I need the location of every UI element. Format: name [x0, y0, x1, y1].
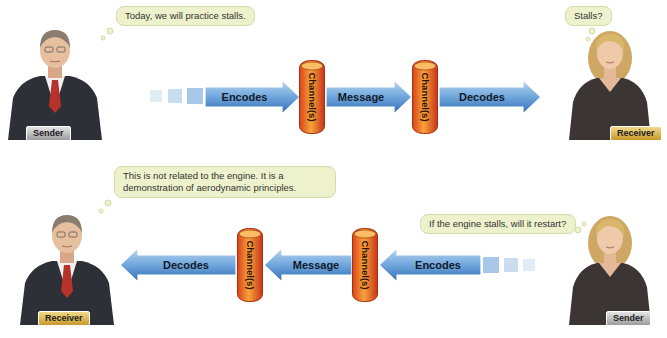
arrow-body [120, 248, 236, 282]
node-label: Receiver [617, 128, 655, 139]
speech-text: This is not related to the engine. It is… [123, 170, 327, 194]
thought-dot [107, 28, 113, 34]
role-tag: Receiver [610, 126, 662, 141]
channel-cylinder: Channel(s) [352, 228, 378, 302]
node-label: Channel(s) [360, 240, 371, 289]
cylinder-body [300, 61, 325, 134]
arrow-body [264, 248, 352, 282]
speech-text: If the engine stalls, will it restart? [429, 218, 567, 230]
thought-dot [101, 36, 105, 40]
node-label: Sender [613, 313, 644, 324]
node-label: Receiver [45, 313, 83, 324]
signal-square [187, 88, 203, 104]
sender-person [8, 30, 102, 140]
speech-bubble: Stalls? [565, 6, 612, 26]
signal-square [523, 259, 535, 271]
arrow-body [205, 80, 300, 114]
cylinder-top [239, 230, 261, 238]
cylinder-body [238, 229, 263, 302]
arrow-body [326, 80, 412, 114]
thought-dot [586, 37, 590, 41]
sender-person [569, 216, 651, 325]
cylinder-body [413, 61, 438, 134]
channel-cylinder: Channel(s) [237, 228, 263, 302]
process-arrow: Decodes [120, 248, 236, 282]
process-arrow: Encodes [379, 248, 481, 282]
role-tag: Sender [26, 126, 71, 141]
receiver-person [20, 215, 114, 325]
signal-square [483, 257, 499, 273]
signal-square [504, 258, 518, 272]
arrow-body [439, 80, 541, 114]
cylinder-top [414, 62, 436, 70]
node-label: Decodes [445, 80, 519, 114]
process-arrow: Decodes [439, 80, 541, 114]
node-label: Message [286, 248, 346, 282]
node-label: Decodes [142, 248, 230, 282]
cylinder-top [301, 62, 323, 70]
thought-dot [575, 227, 581, 233]
process-arrow: Encodes [205, 80, 300, 114]
speech-text: Today, we will practice stalls. [125, 10, 246, 22]
thought-dot [99, 209, 103, 213]
node-label: Sender [33, 128, 64, 139]
process-arrow: Message [326, 80, 412, 114]
thought-dot [589, 28, 595, 34]
node-label: Channel(s) [420, 72, 431, 121]
speech-bubble: Today, we will practice stalls. [116, 6, 255, 26]
speech-bubble: If the engine stalls, will it restart? [420, 214, 576, 234]
thought-dot [582, 222, 586, 226]
thought-dot [105, 200, 111, 206]
process-arrow: Message [264, 248, 352, 282]
node-label: Channel(s) [245, 240, 256, 289]
signal-square [168, 89, 182, 103]
node-label: Encodes [211, 80, 278, 114]
signal-square [150, 90, 162, 102]
channel-cylinder: Channel(s) [412, 60, 438, 134]
role-tag: Sender [606, 311, 651, 326]
node-label: Encodes [401, 248, 475, 282]
speech-text: Stalls? [574, 10, 603, 22]
speech-bubble: This is not related to the engine. It is… [114, 166, 336, 198]
node-label: Channel(s) [307, 72, 318, 121]
channel-cylinder: Channel(s) [299, 60, 325, 134]
arrow-body [379, 248, 481, 282]
receiver-person [569, 31, 651, 140]
cylinder-top [354, 230, 376, 238]
node-label: Message [332, 80, 390, 114]
role-tag: Receiver [38, 311, 90, 326]
cylinder-body [353, 229, 378, 302]
